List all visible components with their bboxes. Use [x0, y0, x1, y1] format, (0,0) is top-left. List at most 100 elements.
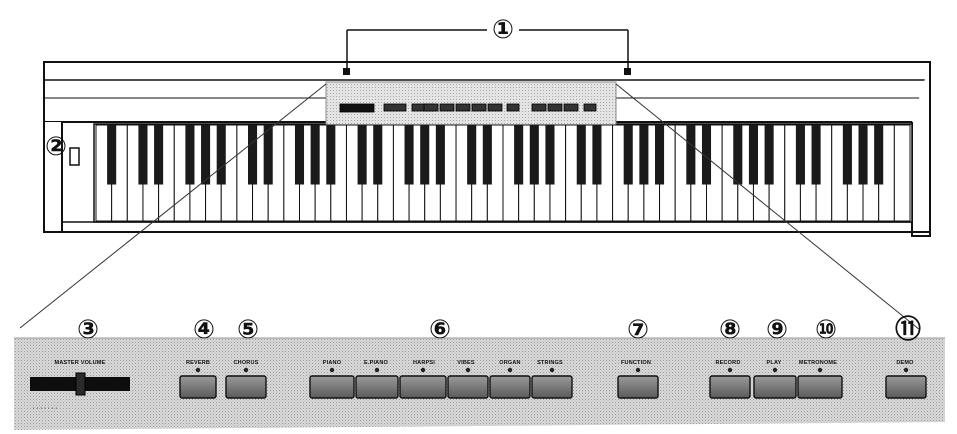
mini-panel-button — [531, 103, 547, 112]
black-key[interactable] — [216, 125, 226, 185]
black-key[interactable] — [686, 125, 696, 185]
black-key[interactable] — [701, 125, 712, 185]
white-key[interactable] — [893, 124, 911, 222]
callout-7: ⑦ — [627, 315, 649, 345]
organ-button[interactable] — [489, 375, 531, 399]
mini-panel-button — [455, 103, 471, 112]
black-key[interactable] — [639, 125, 649, 185]
mini-panel-button — [423, 103, 439, 112]
vibes-led — [465, 367, 471, 373]
callout-4: ④ — [193, 315, 215, 345]
strings-button[interactable] — [531, 375, 573, 399]
mini-panel-button — [471, 103, 487, 112]
black-key[interactable] — [107, 125, 117, 185]
piano-button[interactable] — [309, 375, 355, 399]
callout-2: ② — [45, 132, 67, 162]
label-record: RECORD — [715, 360, 740, 366]
callout-5: ⑤ — [237, 315, 259, 345]
harpsi-button[interactable] — [399, 375, 447, 399]
slider-knob[interactable] — [75, 372, 86, 396]
function-button[interactable] — [617, 375, 659, 399]
black-key[interactable] — [514, 125, 524, 185]
label-organ: ORGAN — [499, 360, 520, 366]
mini-panel-button — [506, 103, 520, 112]
label-play: PLAY — [767, 360, 782, 366]
black-key[interactable] — [263, 125, 273, 185]
mini-panel-button — [439, 103, 455, 112]
black-key[interactable] — [529, 125, 539, 185]
black-key[interactable] — [404, 125, 414, 185]
black-key[interactable] — [247, 125, 258, 185]
callout-6: ⑥ — [429, 315, 451, 345]
mini-panel-button — [563, 103, 579, 112]
label-harpsi: HARPSI — [413, 360, 435, 366]
master-volume-slider[interactable]: · · · · · · · — [30, 372, 130, 412]
mini-panel-button — [583, 103, 597, 112]
callout-8: ⑧ — [719, 315, 741, 345]
black-key[interactable] — [842, 125, 852, 185]
black-key[interactable] — [310, 125, 320, 185]
black-key[interactable] — [154, 125, 164, 185]
black-key[interactable] — [623, 125, 633, 185]
mini-buttons — [339, 103, 597, 113]
vibes-button[interactable] — [447, 375, 489, 399]
black-key[interactable] — [764, 125, 774, 185]
callout-3: ③ — [77, 315, 99, 345]
harpsi-led — [420, 367, 426, 373]
black-key[interactable] — [357, 125, 367, 185]
label-master-volume: MASTER VOLUME — [55, 360, 106, 366]
black-key[interactable] — [733, 125, 743, 185]
play-button[interactable] — [753, 375, 797, 399]
label-reverb: REVERB — [186, 360, 210, 366]
label-demo: DEMO — [896, 360, 914, 366]
chorus-button[interactable] — [225, 375, 267, 399]
black-key[interactable] — [811, 125, 821, 185]
black-key[interactable] — [654, 125, 665, 185]
label-piano: PIANO — [323, 360, 342, 366]
panel-buttons — [179, 367, 927, 399]
chorus-led — [243, 367, 249, 373]
label-vibes: VIBES — [457, 360, 475, 366]
black-key[interactable] — [748, 125, 759, 185]
keyboard — [95, 124, 911, 222]
left-switch — [69, 147, 80, 166]
strings-led — [549, 367, 555, 373]
label-metronome: METRONOME — [799, 360, 837, 366]
black-key[interactable] — [420, 125, 430, 185]
black-key[interactable] — [326, 125, 336, 185]
right-indicator — [624, 68, 631, 75]
black-key[interactable] — [185, 125, 195, 185]
label-function: FUNCTION — [621, 360, 651, 366]
left-indicator — [343, 68, 350, 75]
black-key[interactable] — [858, 125, 868, 185]
black-key[interactable] — [138, 125, 148, 185]
e-piano-button[interactable] — [355, 375, 399, 399]
piano-led — [329, 367, 335, 373]
black-key[interactable] — [874, 125, 884, 185]
black-key[interactable] — [482, 125, 492, 185]
black-key[interactable] — [592, 125, 602, 185]
mini-panel-button — [339, 103, 375, 113]
callout-10: ⑩ — [815, 315, 837, 345]
demo-button[interactable] — [885, 375, 927, 399]
metronome-button[interactable] — [797, 375, 843, 399]
zoom-lines — [19, 83, 921, 331]
callout-1: ① — [492, 15, 514, 45]
black-key[interactable] — [294, 125, 305, 185]
function-led — [635, 367, 641, 373]
black-key[interactable] — [795, 125, 805, 185]
reverb-led — [195, 367, 201, 373]
black-key[interactable] — [576, 125, 586, 185]
reverb-button[interactable] — [179, 375, 217, 399]
black-key[interactable] — [545, 125, 555, 185]
black-key[interactable] — [467, 125, 477, 185]
black-key[interactable] — [201, 125, 211, 185]
organ-led — [507, 367, 513, 373]
record-button[interactable] — [709, 375, 751, 399]
black-key[interactable] — [435, 125, 445, 185]
mini-panel-button — [487, 103, 503, 112]
callout-11: ⑪ — [895, 314, 921, 345]
black-key[interactable] — [373, 125, 383, 185]
piano-body — [43, 61, 931, 237]
